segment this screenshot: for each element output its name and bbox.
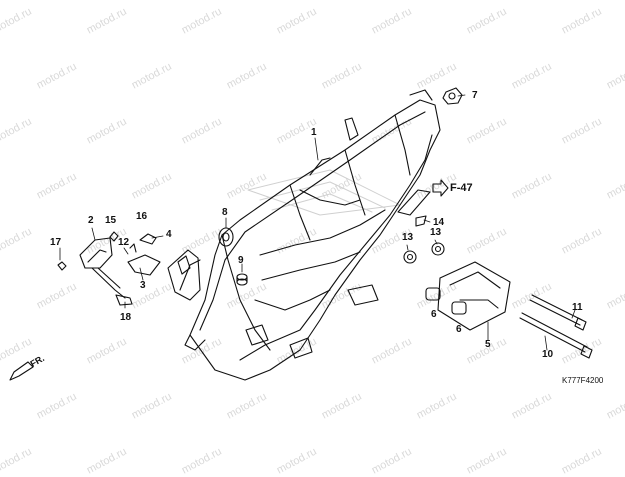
stay-bracket xyxy=(397,189,431,216)
callout-5: 5 xyxy=(485,339,491,350)
bushing-6a xyxy=(425,287,441,301)
bushing-6b xyxy=(451,301,467,315)
honda-wing-logo xyxy=(247,169,401,216)
callout-8: 8 xyxy=(222,207,228,218)
bolt-11 xyxy=(529,294,587,331)
main-frame xyxy=(179,89,441,381)
front-arrow xyxy=(9,361,34,381)
callout-18: 18 xyxy=(120,312,132,323)
callout-1: 1 xyxy=(311,127,317,138)
leader-lines xyxy=(59,94,576,351)
callout-6a: 6 xyxy=(431,309,437,320)
callout-6b: 6 xyxy=(456,324,462,335)
callout-3: 3 xyxy=(140,280,146,291)
callout-15: 15 xyxy=(105,215,117,226)
nut-7 xyxy=(442,87,463,105)
callout-12: 12 xyxy=(118,237,130,248)
callout-13b: 13 xyxy=(430,227,442,238)
callout-2: 2 xyxy=(88,215,94,226)
callout-10: 10 xyxy=(542,349,554,360)
stand-bracket xyxy=(57,231,161,306)
callout-11: 11 xyxy=(572,302,583,313)
callout-7: 7 xyxy=(472,90,478,101)
collar-9 xyxy=(236,273,248,286)
ref-page-label: F-47 xyxy=(450,182,473,194)
front-bracket xyxy=(167,249,201,301)
callout-9: 9 xyxy=(238,255,244,266)
callout-14: 14 xyxy=(433,217,445,228)
callout-4: 4 xyxy=(166,229,172,240)
rubber-mount-13a xyxy=(403,250,417,264)
callout-17: 17 xyxy=(50,237,62,248)
drawing-code: K777F4200 xyxy=(562,376,604,385)
callout-16: 16 xyxy=(136,211,148,222)
ref-arrow xyxy=(432,179,449,197)
engine-hanger-5 xyxy=(437,261,511,331)
rubber-mount-13b xyxy=(431,242,445,256)
bolt-10 xyxy=(519,312,593,359)
callout-13a: 13 xyxy=(402,232,414,243)
clip-14 xyxy=(415,215,427,227)
